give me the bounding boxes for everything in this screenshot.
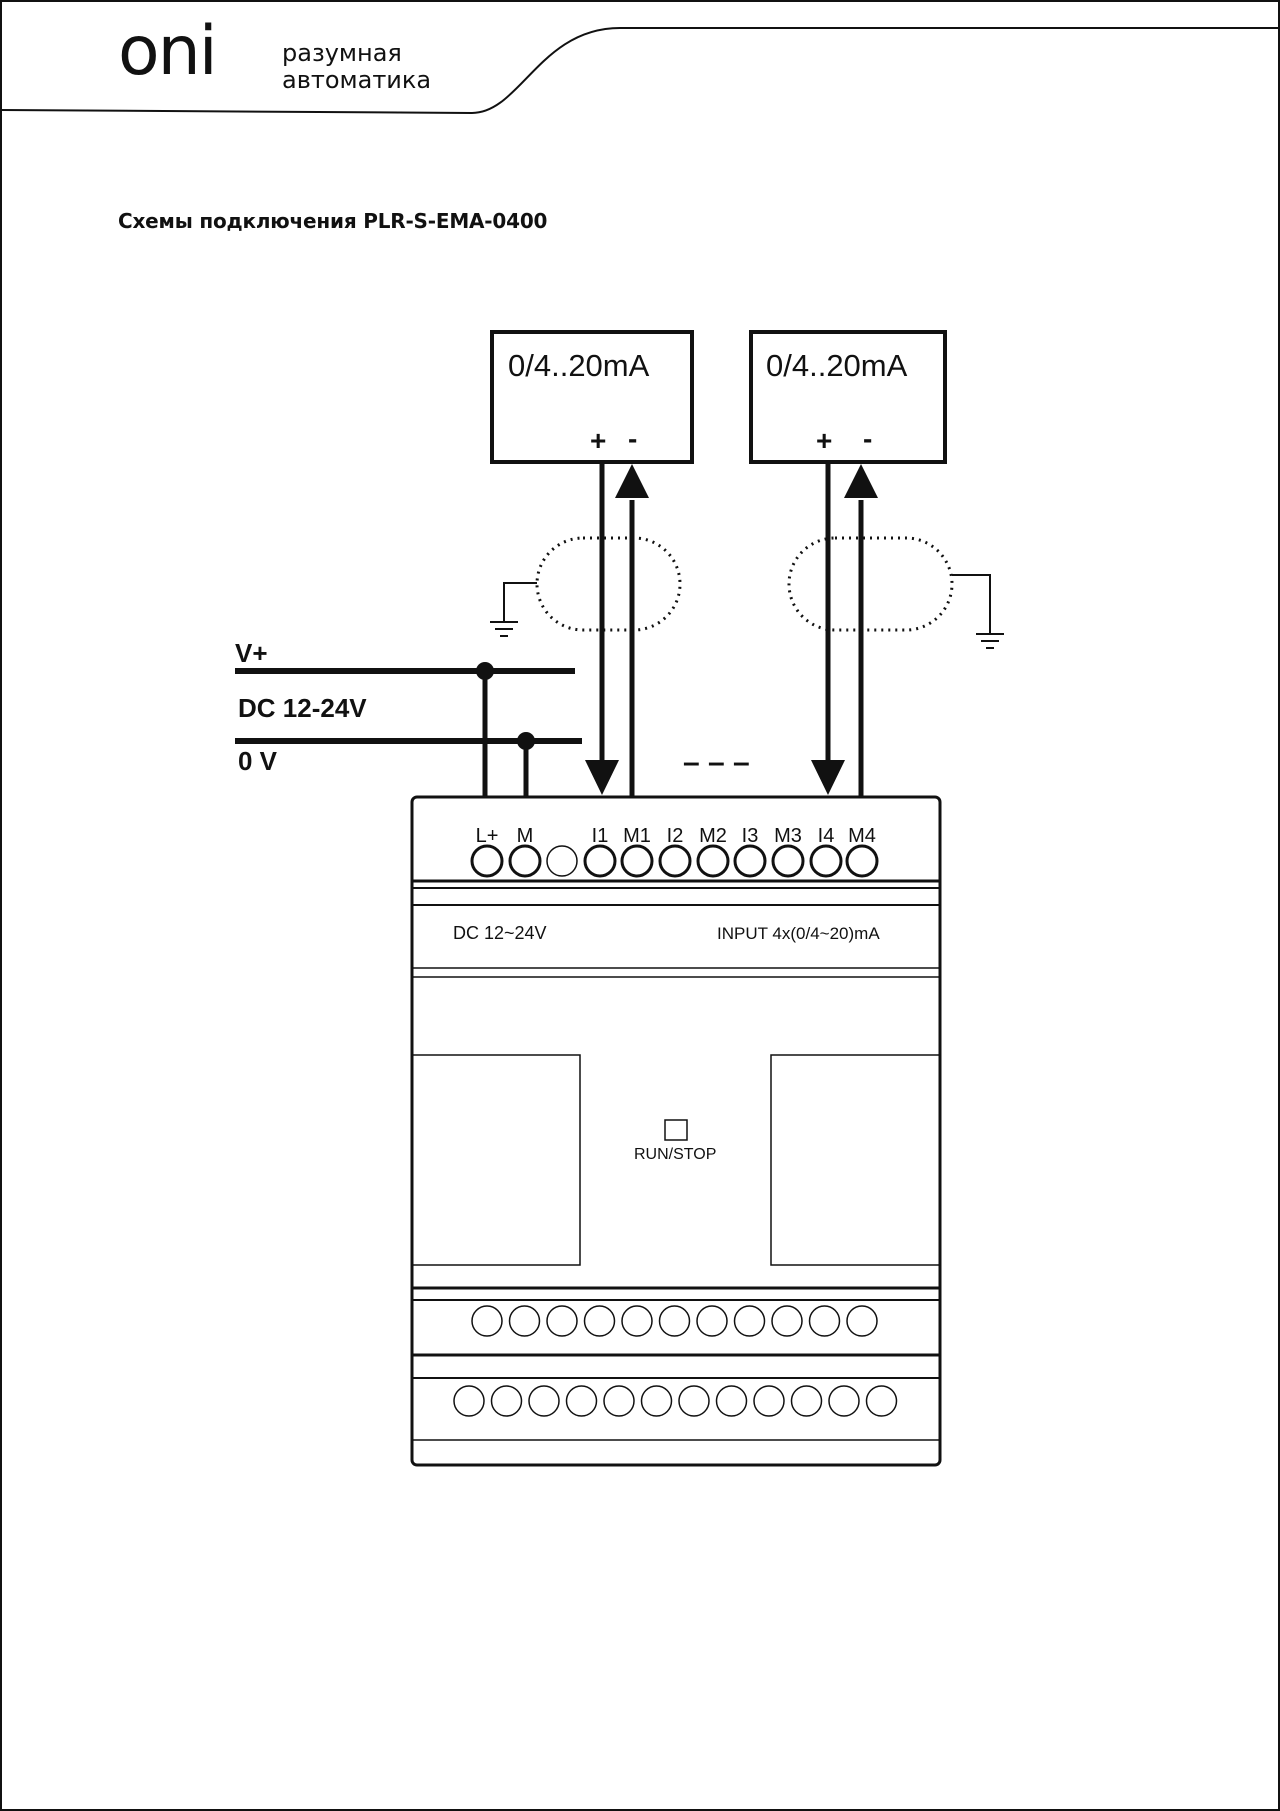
arrow-up-m1 [615,464,649,498]
terminal-label-i1: I1 [592,825,609,847]
terminal-screw-lplus [470,844,504,878]
bottom-terminal-b-3 [528,1385,560,1417]
bottom-terminal-a-2 [508,1305,541,1337]
bottom-terminal-b-7 [678,1385,710,1417]
terminal-label-m1: M1 [623,825,651,847]
terminal-screw-i3 [733,844,767,878]
arrow-up-m4 [844,464,878,498]
sensor-plus-2: + [816,425,832,456]
terminal-label-m3: M3 [774,825,802,847]
bottom-terminal-a-6 [658,1305,691,1337]
sensor-box-1 [490,330,694,464]
terminal-label-i3: I3 [742,825,759,847]
arrow-down-i1 [585,760,619,795]
shield-loop-2 [787,536,954,632]
tagline-line1: разумная [282,39,402,67]
header-curve [0,27,1279,115]
bottom-terminal-b-6 [640,1385,673,1417]
module-supply-label: DC 12~24V [453,923,547,943]
sensor-label-2: 0/4..20mA [766,348,908,383]
sensor-minus-2: - [863,423,872,454]
terminal-label-m2: M2 [699,825,727,847]
bottom-terminal-a-3 [546,1305,578,1337]
wires-sensor-1 [599,462,635,797]
top-terminal-row: L+ M I1 M1 I2 M2 I3 M3 I4 M4 [470,825,879,878]
bottom-terminal-a-5 [621,1305,653,1337]
terminal-screw-m4 [845,844,879,878]
bottom-terminal-a-1 [471,1305,503,1337]
bottom-terminal-a-8 [733,1305,766,1337]
ground-icon-1 [490,582,537,637]
terminal-screw-m1 [620,844,654,878]
bottom-terminal-b-5 [603,1385,635,1417]
module-input-label: INPUT 4x(0/4~20)mA [717,924,880,943]
power-vplus-label: V+ [235,638,268,668]
wires-sensor-2 [825,462,864,797]
terminal-screw-i4 [809,844,843,878]
terminal-label-lplus: L+ [476,825,499,847]
terminal-label-i2: I2 [667,825,684,847]
terminal-screw-m2 [696,844,730,878]
bottom-terminal-a-4 [583,1305,616,1337]
bottom-terminal-a-11 [846,1305,878,1337]
sensor-minus-1: - [628,423,637,454]
bottom-terminal-row-1 [471,1305,878,1337]
bottom-terminal-a-9 [771,1305,803,1337]
bottom-terminal-b-4 [565,1385,598,1417]
bottom-terminal-b-8 [715,1385,748,1417]
sensor-label-1: 0/4..20mA [508,348,650,383]
channels-ellipsis: – – – [683,746,750,779]
terminal-label-m: M [517,825,534,847]
terminal-label-i4: I4 [818,825,835,847]
bottom-terminal-row-2 [453,1385,898,1417]
run-stop-label: RUN/STOP [634,1146,716,1163]
bottom-terminal-a-7 [696,1305,728,1337]
brand-tagline: разумная автоматика [282,40,431,94]
ground-icon-2 [952,574,1004,649]
sensor-1: 0/4..20mA + - [490,330,694,464]
bottom-terminal-a-10 [808,1305,841,1337]
terminal-screw-i2 [658,844,692,878]
terminal-label-m4: M4 [848,825,876,847]
sensor-plus-1: + [590,425,606,456]
power-0v-label: 0 V [238,746,278,776]
module-body [410,795,942,1467]
terminal-screw-i1 [583,844,617,878]
tagline-line2: автоматика [282,66,432,94]
shield-loop-1 [535,536,682,632]
bottom-terminal-b-2 [490,1385,523,1417]
power-dc-label: DC 12-24V [238,693,367,723]
sensor-2: 0/4..20mA + - [749,330,947,464]
bottom-terminal-b-1 [453,1385,485,1417]
arrow-down-i4 [811,760,845,795]
terminal-screw-m [508,844,542,878]
bottom-terminal-b-12 [865,1385,898,1417]
sensor-box-2 [749,330,947,464]
terminal-screw-unused [546,845,578,877]
terminal-screw-m3 [771,844,805,878]
bottom-terminal-b-9 [753,1385,785,1417]
bottom-terminal-b-10 [790,1385,823,1417]
page-title: Схемы подключения PLR-S-EMA-0400 [118,209,548,233]
brand-logo: oni [118,12,218,91]
bottom-terminal-b-11 [828,1385,860,1417]
